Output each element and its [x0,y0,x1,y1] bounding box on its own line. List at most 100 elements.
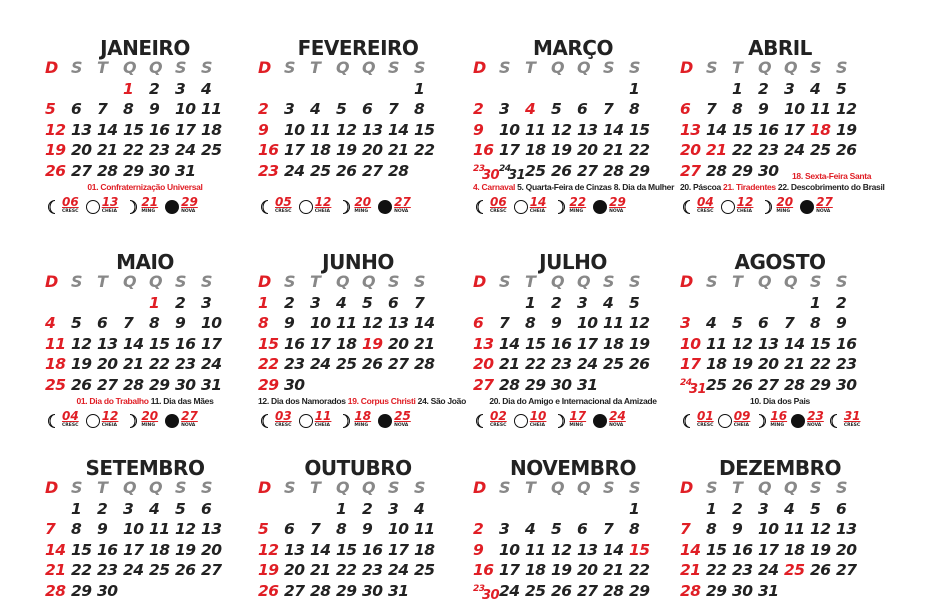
day-cell [258,79,284,100]
moon-label: MING [354,209,369,214]
moon-label: NOVA [609,209,624,214]
moon-day: 20 [141,409,159,423]
day-cell: 1 [629,79,640,98]
day-cell: 5 [258,520,269,538]
weekday-header: Q [149,58,163,77]
day-cell: 13 [577,540,598,559]
moon-label: NOVA [181,209,196,214]
weekday-header: S [71,272,83,291]
day-cell [362,375,388,396]
day-cell [310,375,336,396]
day-cell: 7 [499,314,510,332]
moon-label: CRESC [490,209,507,214]
day-cell: 29 [706,581,727,600]
month-title: DEZEMBRO [719,456,841,480]
day-cell: 5 [551,520,562,538]
weekday-header: T [732,58,743,77]
moon-day: 29 [181,195,198,209]
moon-ming-icon [552,199,568,215]
day-cell: 23 [284,355,305,373]
day-cell: 23 [836,355,857,373]
day-cell: 14 [414,314,435,332]
moon-cresc-icon [827,413,843,429]
moon-day: 25 [394,409,411,423]
day-cell: 11 [603,314,624,332]
day-cell: 13 [758,334,779,353]
day-cell: 5 [551,100,562,118]
month-title: MARÇO [533,36,613,60]
day-cell: 18 [45,355,66,373]
day-cell: 17 [758,540,779,559]
day-cell: 28 [45,581,66,600]
moon-cresc-icon [45,199,61,215]
day-cell: 29 [810,375,831,394]
day-cell: 7 [603,520,614,538]
weekday-header: S [836,58,848,77]
day-cell: 7 [603,100,614,118]
day-cell: 17 [201,334,222,353]
day-cell [45,499,71,520]
day-cell [784,293,810,314]
weekday-header: Q [758,58,772,77]
day-cell: 5 [175,499,186,518]
day-cell [414,161,440,182]
day-cell: 5 [810,499,821,518]
moon-ming-icon [337,199,353,215]
day-cell [577,79,603,100]
day-cell: 30 [836,375,857,394]
day-cell: 16 [284,334,305,353]
day-cell: 23 [149,141,170,159]
holiday-list: 01. Dia do Trabalho 11. Dia das Mães [45,396,245,407]
day-cell: 6 [362,100,373,118]
day-cell [388,79,414,100]
day-cell: 8 [258,314,269,332]
day-cell: 15 [732,120,753,139]
day-cell: 24 [784,141,805,159]
day-cell: 4 [45,314,56,332]
moon-label: NOVA [394,423,409,428]
moon-day: 29 [609,195,626,209]
day-cell: 20 [836,540,857,559]
day-cell: 24 [310,355,331,373]
day-cell: 24 [577,355,598,373]
day-cell: 27 [388,355,409,373]
moon-day: 12 [101,409,119,423]
day-cell: 9 [362,520,373,538]
weekday-header: Q [336,272,350,291]
weekday-header: D [680,58,693,77]
day-cell: 20 [473,355,494,373]
day-cell: 14 [784,334,805,353]
day-cell: 5 [45,100,56,118]
day-cell: 10 [499,120,520,139]
day-cell: 19 [836,120,857,139]
day-cell: 23 [758,141,779,159]
moon-label: MING [770,423,785,428]
moon-label: CHEIA [529,209,546,214]
day-cell: 28 [706,161,727,180]
day-cell: 3 [388,499,399,518]
day-cell: 14 [123,334,144,353]
weekday-header: Q [551,58,565,77]
day-cell: 12 [551,540,572,559]
day-cell: 16 [97,540,118,559]
day-cell [97,79,123,100]
day-cell: 25 [706,375,727,394]
day-cell [680,293,706,314]
day-cell [284,79,310,100]
day-cell: 22 [414,141,435,159]
month-title: JANEIRO [100,36,190,60]
day-cell [123,293,149,314]
day-cell: 24 [758,561,779,579]
weekday-header: Q [362,272,376,291]
holiday-list: 01. Confraternização Universal [45,182,245,193]
